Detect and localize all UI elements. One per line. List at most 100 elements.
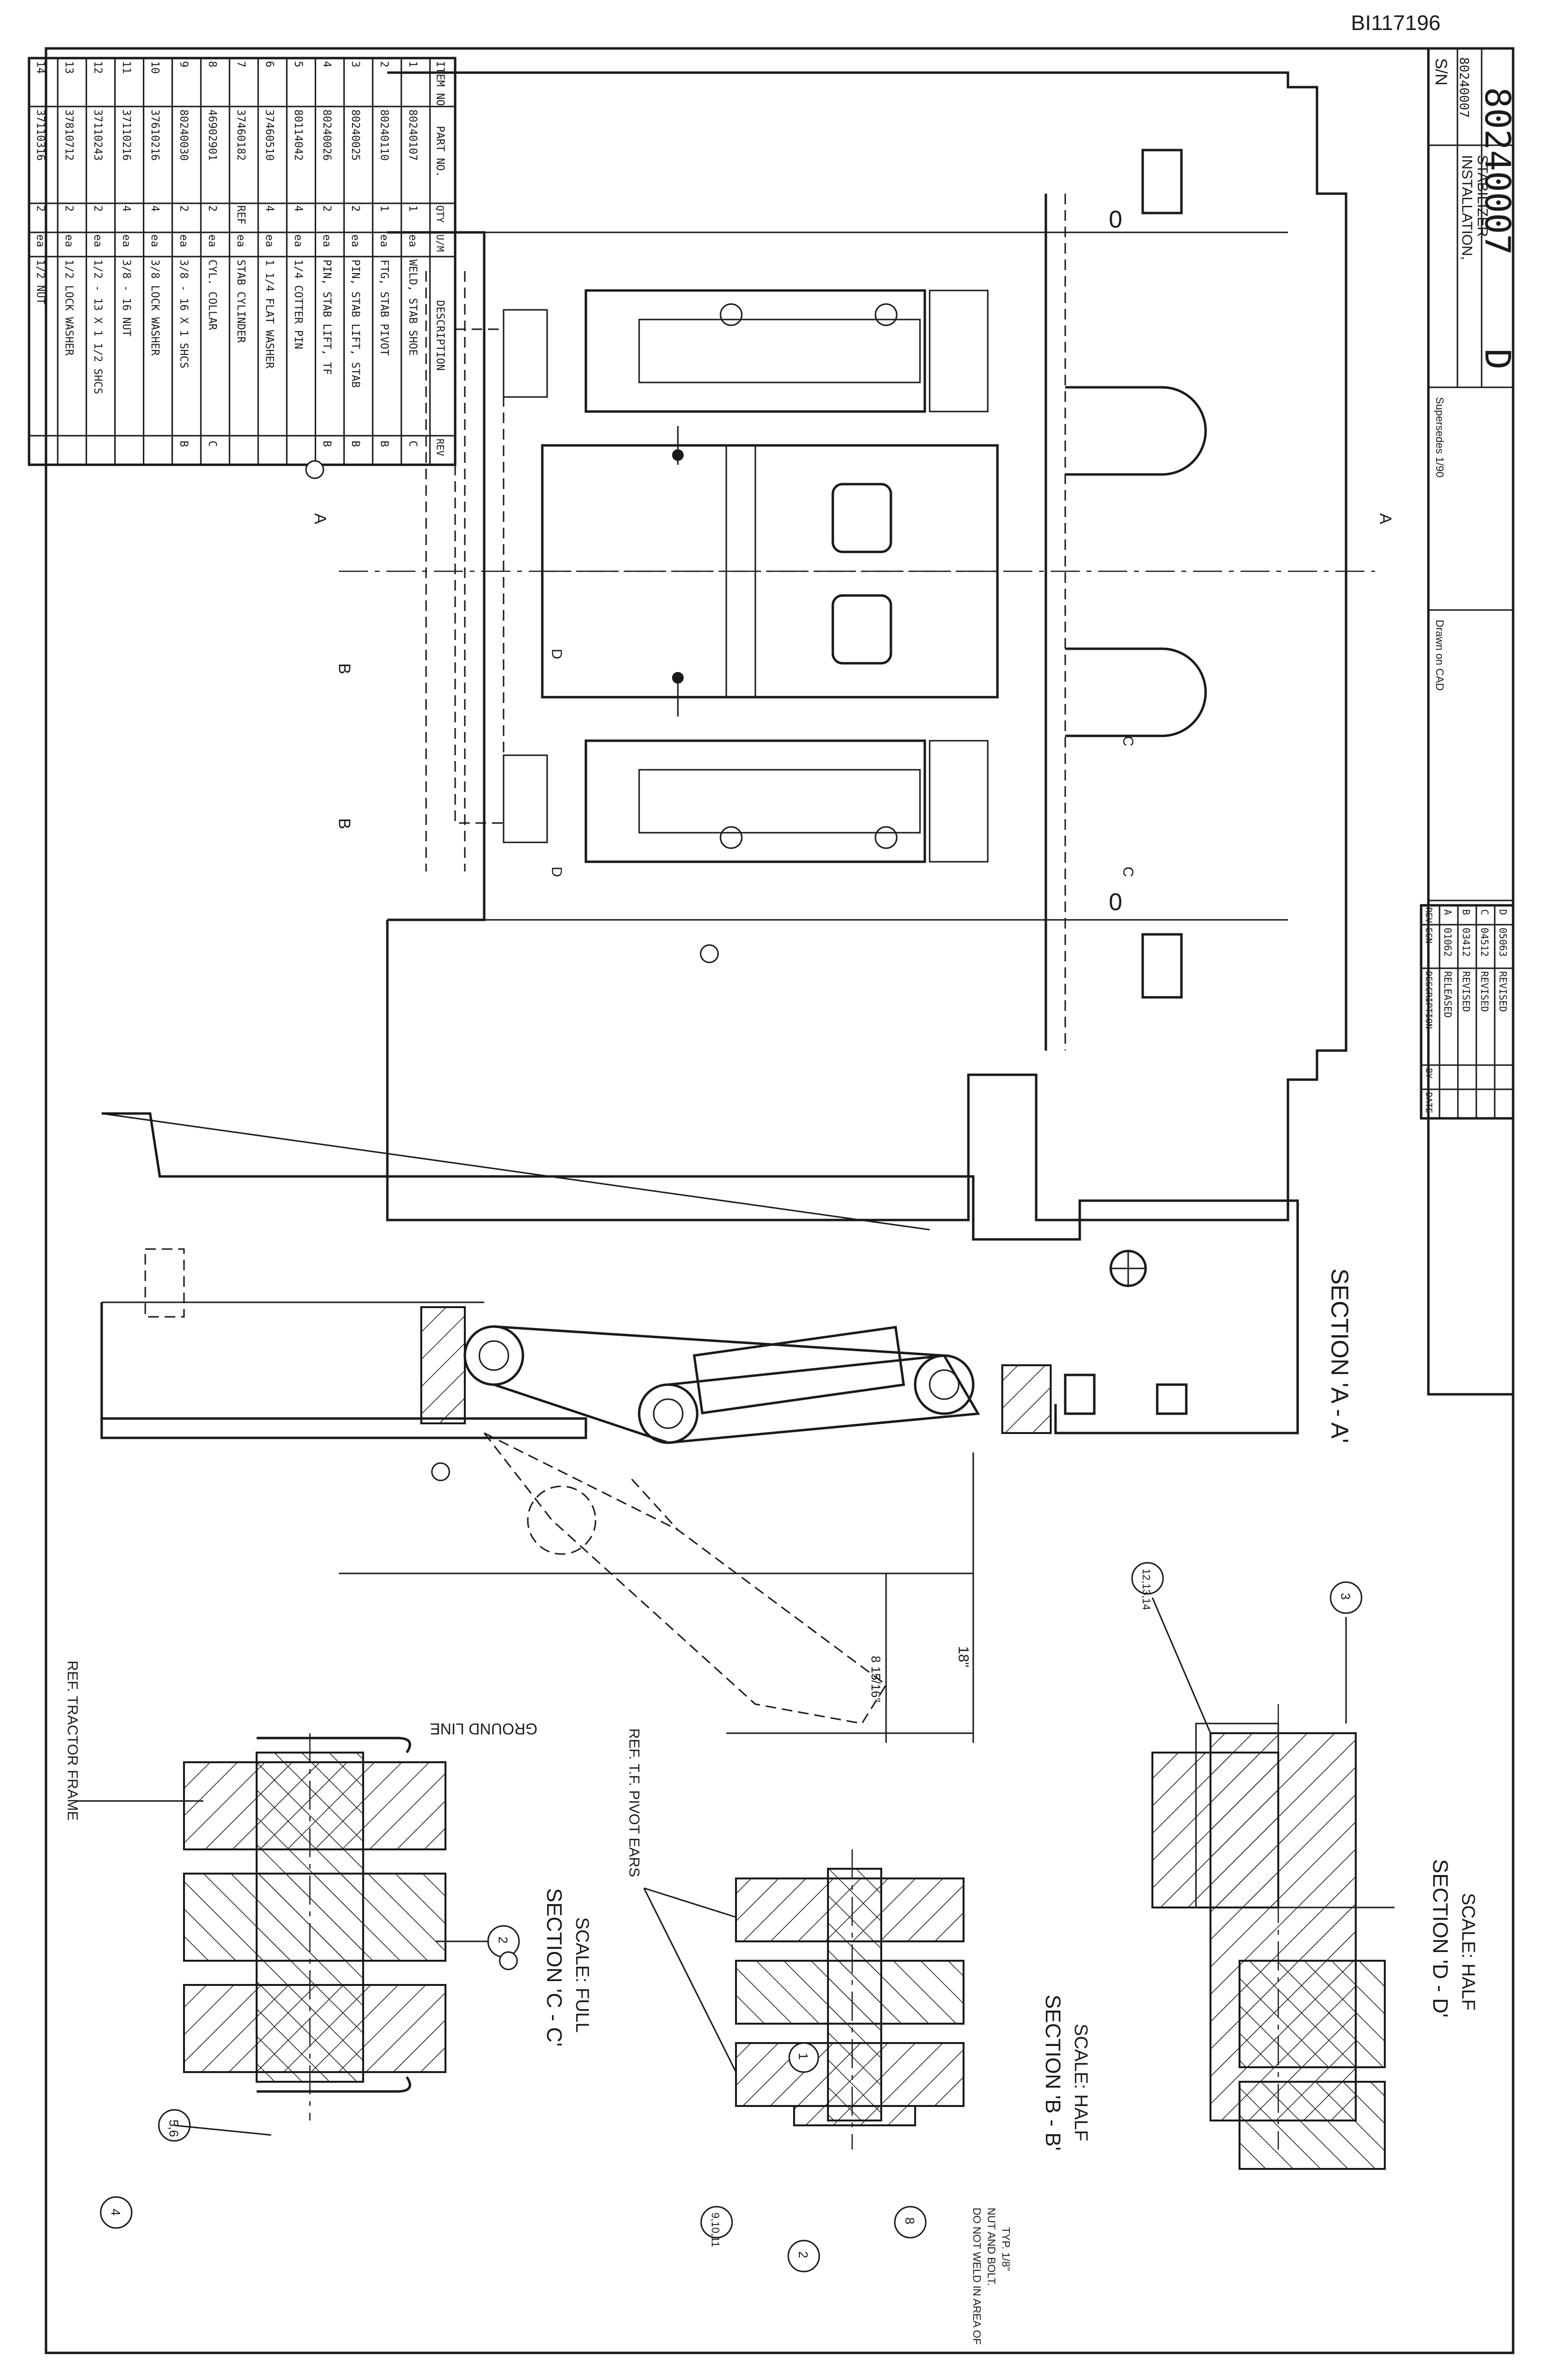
parts-cell: 37810712 [63,109,75,161]
parts-cell: 13 [63,61,75,74]
parts-header-rev: REV [434,439,446,456]
parts-cell: 2 [321,205,333,212]
revision-header: DESCRIPTION [1424,971,1434,1029]
balloon-3: 3 [1338,1593,1353,1600]
balloon-5-6: 5,6 [167,2120,181,2137]
parts-cell: 8 [206,61,218,67]
revision-cell: REVISED [1497,971,1509,1012]
parts-cell: ea [292,234,304,247]
parts-header-item: ITEM NO [434,61,446,106]
parts-cell: ea [321,234,333,247]
parts-cell: ea [378,234,390,247]
revision-cell: B [1460,909,1472,915]
parts-header-desc: DESCRIPTION [434,300,446,371]
parts-list-drawing-number: 80240007 [1456,57,1471,118]
title-line-2: STABILIZER [1474,155,1490,237]
parts-cell: 1 [406,205,418,212]
weld-note-2: NUT AND BOLT. [985,2208,997,2286]
parts-cell: ea [406,234,418,247]
section-marker-d-2: D [549,867,565,877]
parts-cell: ea [149,234,161,247]
revision-cell: REVISED [1460,971,1472,1012]
parts-cell: ea [34,234,46,247]
parts-cell: 4 [321,61,333,67]
parts-header-qty: QTY [434,205,446,223]
parts-cell: 37110316 [34,109,46,161]
section-aa-view: GROUND LINE 18" 8 15/16" SECTION 'A - A' [100,1112,1353,1743]
parts-cell: B [321,441,333,447]
parts-cell: 3/8 LOCK WASHER [149,259,161,356]
balloon-2: 2 [796,2251,811,2258]
parts-cell: ea [63,234,75,247]
title-block: S/N INSTALLATION, STABILIZER 80240007 D … [1427,47,1518,1396]
revision-cell: 01062 [1442,928,1454,957]
parts-cell: 1/2 LOCK WASHER [63,259,75,356]
parts-cell: 3/8 - 16 NUT [120,259,132,336]
parts-cell: FTG, STAB PIVOT [378,259,390,356]
section-marker-c-1: C [1120,736,1136,747]
parts-cell: 4 [263,205,276,212]
parts-cell: ea [235,234,247,247]
revision-block: D05063REVISEDC04512REVISEDB03412REVISEDA… [1420,904,1515,1120]
parts-cell: 2 [63,205,75,212]
parts-cell: 80240025 [349,109,361,161]
parts-cell: 1/4 COTTER PIN [292,259,304,349]
parts-cell: 37110216 [120,109,132,161]
parts-cell: 12 [92,61,104,74]
parts-cell: PIN, STAB LIFT, TF [321,259,333,375]
parts-cell: ea [349,234,361,247]
section-marker-a-top: A [311,513,329,524]
section-dd-label: SECTION 'D - D' [1428,1859,1452,2017]
weld-note-3: TYP. 1/8" [1000,2227,1012,2271]
parts-cell: 2 [206,205,218,212]
weld-note-1: DO NOT WELD IN AREA OF [971,2208,983,2345]
section-dd-scale: SCALE: HALF [1458,1893,1478,2011]
section-marker-b-2: B [335,818,353,829]
title-line-1: INSTALLATION, [1459,155,1475,260]
shoe-marking-bottom: 0 [1109,888,1122,915]
parts-cell: 5 [292,61,304,67]
dimension-18: 18" [955,1646,971,1667]
title-drawn-by: Drawn on CAD [1434,620,1446,691]
parts-cell: 1 [406,61,418,67]
section-marker-c-2: C [1120,867,1136,877]
section-bb-scale: SCALE: HALF [1071,2024,1091,2141]
balloon-4: 4 [108,2209,123,2215]
parts-cell: CYL. COLLAR [206,259,218,330]
parts-cell: 9 [177,61,189,67]
revision-cell: 04512 [1479,928,1490,957]
parts-header-um: U/M [434,234,446,252]
ref-tractor-frame: REF. TRACTOR FRAME [64,1661,80,1821]
section-marker-a-bottom: A [1376,513,1394,524]
revision-cell: C [1479,909,1490,915]
parts-cell: 4 [149,205,161,212]
balloon-9-10-11: 9,10,11 [709,2212,721,2247]
revision-header: DATE [1424,1092,1434,1113]
parts-cell: 2 [349,205,361,212]
revision-cell: RELEASED [1442,971,1454,1018]
parts-cell: 80240110 [378,109,390,161]
revision-cell: 03412 [1460,928,1472,957]
revision-cell: 05063 [1497,928,1509,957]
parts-cell: PIN, STAB LIFT, STAB [349,259,361,388]
parts-cell: 1/2 NUT [34,259,46,305]
parts-cell: 1 [378,205,390,212]
parts-cell: 2 [177,205,189,212]
parts-cell: 1/2 - 13 X 1 1/2 SHCS [92,259,104,394]
parts-cell: WELD, STAB SHOE [406,259,418,356]
section-cc-scale: SCALE: FULL [572,1917,592,2033]
section-bb-label: SECTION 'B - B' [1041,1995,1065,2151]
parts-cell: 1 1/4 FLAT WASHER [263,259,276,369]
title-supersedes: Supersedes 1/90 [1434,397,1446,477]
title-sn: S/N [1432,58,1450,86]
parts-cell: 37460182 [235,109,247,161]
parts-cell: C [206,441,218,447]
revision-header: BY [1424,1068,1434,1079]
parts-cell: 10 [149,61,161,74]
parts-cell: ea [263,234,276,247]
revision-header: REV [1424,907,1434,923]
top-plan-view: 0 0 A A B B D D C C [305,71,1394,1221]
parts-cell: 4 [120,205,132,212]
doc-id: BI117196 [1351,11,1440,35]
revision-cell: REVISED [1479,971,1490,1012]
